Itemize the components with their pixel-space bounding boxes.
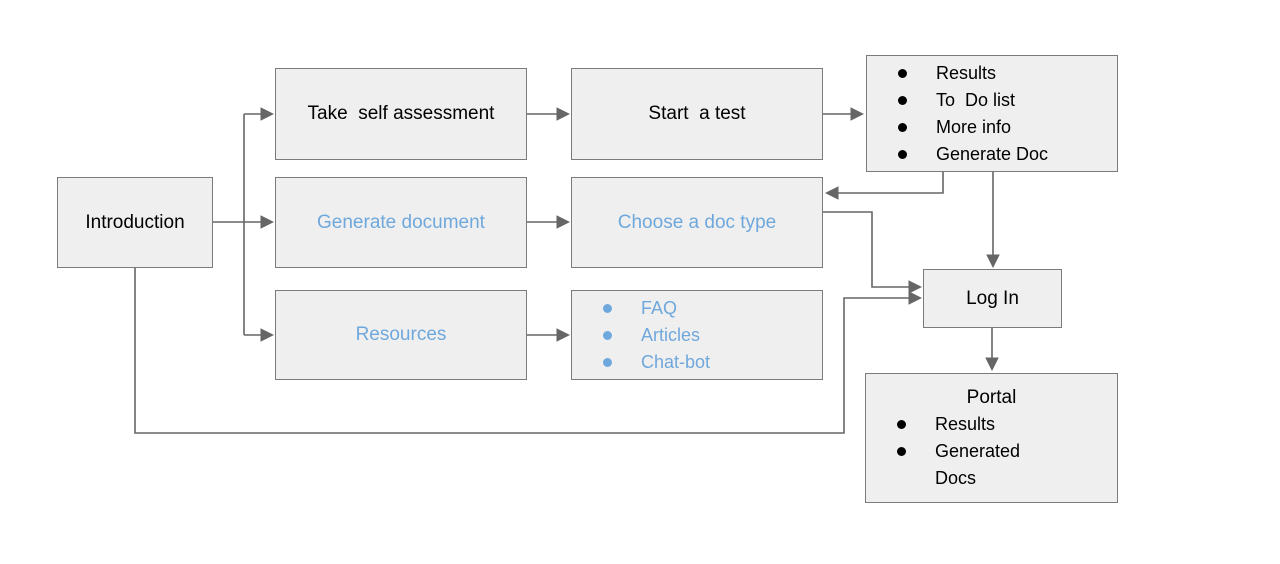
node-take-self-assessment: Take self assessment — [275, 68, 527, 160]
bullet-icon — [898, 95, 907, 105]
list-item-label: To Do list — [936, 89, 1016, 110]
node-start-a-test-label: Start a test — [648, 103, 746, 124]
node-take-self-assessment-label: Take self assessment — [307, 103, 495, 124]
connector-choose-doc-type-to-log-in — [823, 211, 923, 294]
node-introduction: Introduction — [57, 177, 213, 268]
node-resources: Resources — [275, 290, 527, 380]
list-item: Articles — [603, 322, 700, 349]
connector-results-list-to-choose-doc-type — [824, 172, 944, 200]
list-item: Results — [898, 60, 996, 87]
bullet-icon — [897, 447, 906, 456]
node-portal: Portal Results Generated Docs — [865, 373, 1118, 503]
bullet-icon — [897, 420, 906, 429]
list-item: Results — [897, 411, 995, 438]
list-item: Chat-bot — [603, 349, 710, 376]
node-test-results-list: Results To Do list More info Generate Do… — [866, 55, 1118, 172]
node-resources-list: FAQ Articles Chat-bot — [571, 290, 823, 380]
connector-intro-branch — [213, 114, 245, 335]
list-item: Generate Doc — [898, 141, 1048, 168]
list-item: More info — [898, 114, 1011, 141]
node-introduction-label: Introduction — [85, 211, 185, 233]
bullet-icon — [898, 122, 907, 132]
node-generate-document-label: Generate document — [317, 211, 485, 233]
bullet-icon — [603, 303, 612, 313]
list-item: Generated Docs — [897, 438, 1053, 492]
node-choose-doc-type-label: Choose a doc type — [617, 211, 777, 233]
list-item-label: Generate Doc — [936, 143, 1049, 164]
list-item-label: More info — [936, 116, 1012, 137]
node-generate-document: Generate document — [275, 177, 527, 268]
bullet-icon — [898, 149, 907, 159]
list-item-label: FAQ — [641, 297, 678, 318]
list-item-label: Generated Docs — [935, 441, 1026, 488]
bullet-icon — [898, 68, 907, 78]
node-log-in-label: Log In — [966, 287, 1019, 309]
node-start-a-test: Start a test — [571, 68, 823, 160]
connector-introduction-to-log-in — [134, 268, 923, 434]
node-log-in: Log In — [923, 269, 1062, 328]
node-portal-title: Portal — [966, 387, 1017, 408]
node-resources-label: Resources — [355, 324, 447, 345]
node-choose-doc-type: Choose a doc type — [571, 177, 823, 268]
bullet-icon — [603, 330, 612, 340]
list-item-label: Results — [935, 414, 996, 434]
list-item-label: Chat-bot — [641, 351, 711, 372]
list-item-label: Articles — [641, 324, 701, 345]
bullet-icon — [603, 357, 612, 367]
list-item: FAQ — [603, 295, 677, 322]
list-item-label: Results — [936, 62, 997, 83]
list-item: To Do list — [898, 87, 1015, 114]
